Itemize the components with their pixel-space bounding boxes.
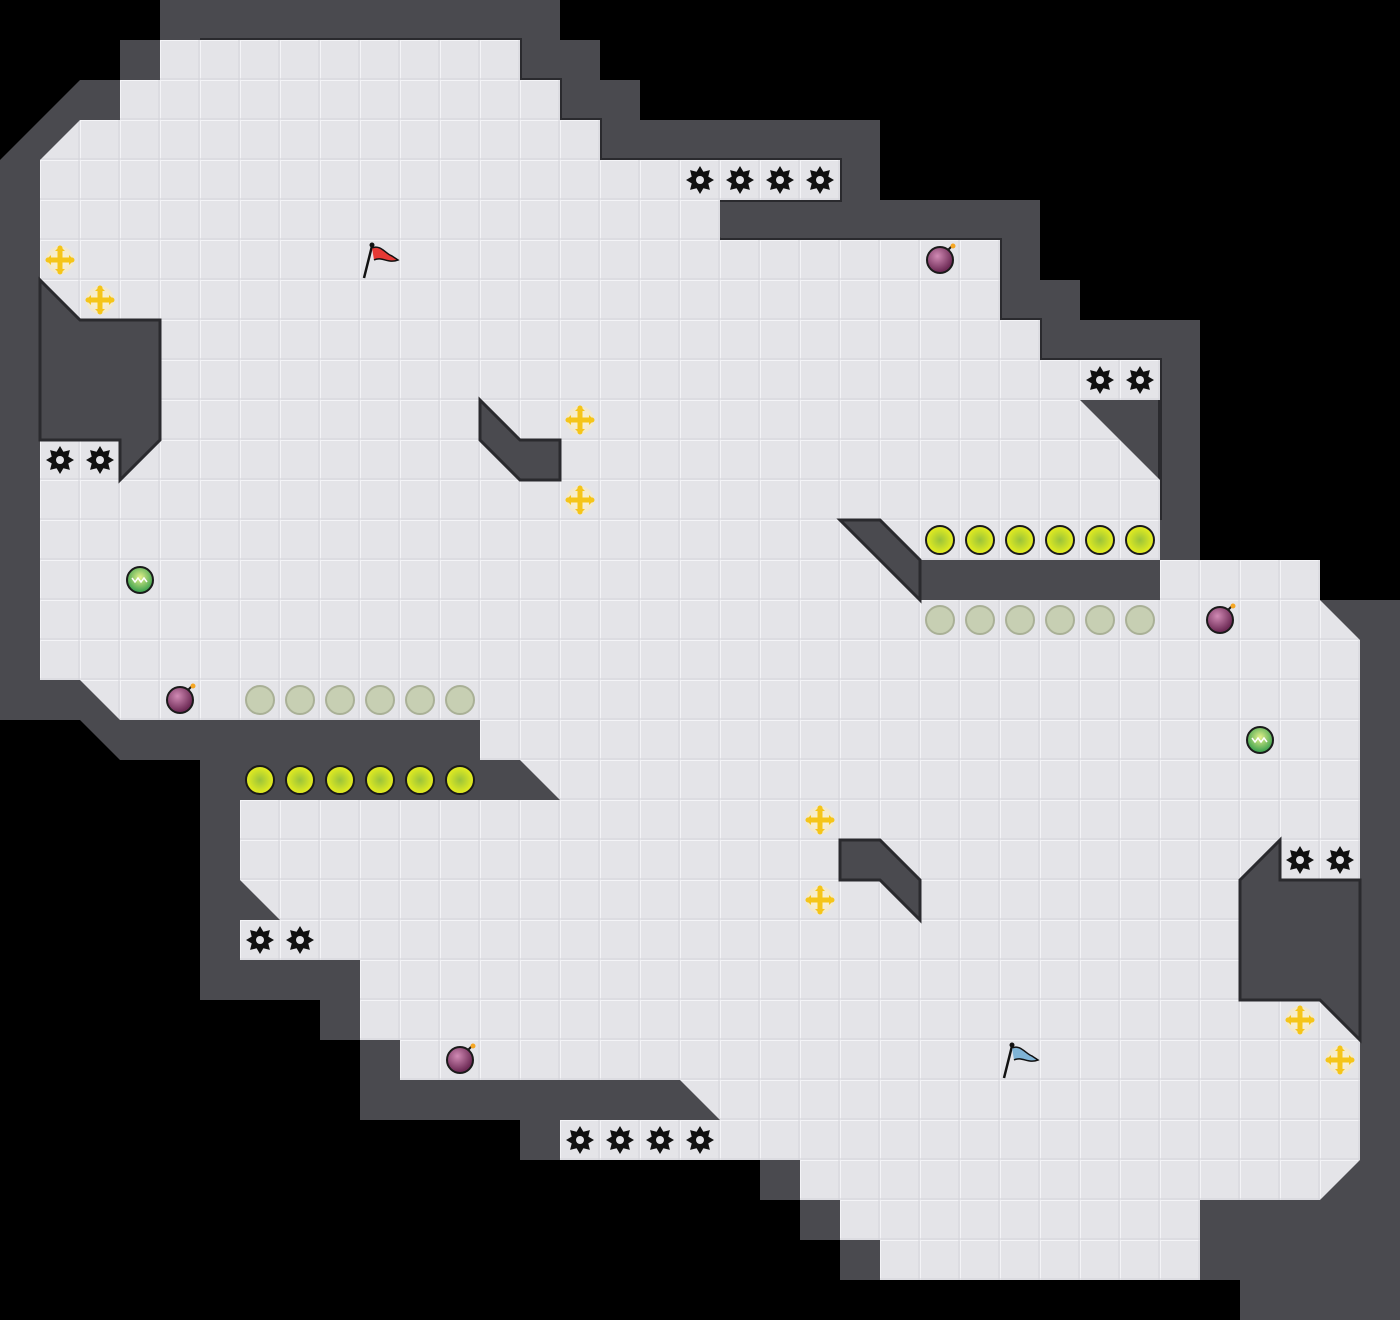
spike-icon	[46, 446, 74, 474]
bomb-icon	[166, 683, 196, 714]
spike-icon	[286, 926, 314, 954]
gate-inactive	[925, 605, 955, 635]
interior-wall	[478, 396, 562, 482]
interior-wall	[1238, 836, 1362, 1044]
spike-icon	[686, 166, 714, 194]
gate-active	[445, 765, 475, 795]
gate-active	[245, 765, 275, 795]
spike-icon	[766, 166, 794, 194]
spike-icon	[1126, 366, 1154, 394]
spike-icon	[86, 446, 114, 474]
boost-icon	[85, 285, 115, 315]
boost-icon	[565, 485, 595, 515]
interior-wall	[836, 518, 922, 604]
gate-active	[965, 525, 995, 555]
bomb-icon	[446, 1043, 476, 1074]
gate-inactive	[285, 685, 315, 715]
gate-active	[285, 765, 315, 795]
spike-icon	[1326, 846, 1354, 874]
boost-icon	[565, 405, 595, 435]
spike-icon	[1286, 846, 1314, 874]
interior-wall	[838, 838, 922, 924]
spike-icon	[806, 166, 834, 194]
boost-icon	[1325, 1045, 1355, 1075]
powerup-icon	[126, 566, 154, 594]
powerup-icon	[1246, 726, 1274, 754]
gate-inactive	[245, 685, 275, 715]
gate-active	[325, 765, 355, 795]
gate-inactive	[1085, 605, 1115, 635]
gate-active	[925, 525, 955, 555]
gate-active	[1045, 525, 1075, 555]
boost-icon	[805, 805, 835, 835]
gate-inactive	[365, 685, 395, 715]
floor	[40, 40, 1360, 1280]
floor-pocket	[1000, 320, 1040, 360]
gate-active	[1125, 525, 1155, 555]
gate-inactive	[445, 685, 475, 715]
gate-inactive	[1125, 605, 1155, 635]
interior-wall	[38, 276, 162, 484]
red-flag-icon	[362, 242, 400, 279]
gate-active	[1005, 525, 1035, 555]
blue-flag-icon	[1002, 1042, 1040, 1079]
gate-active	[1085, 525, 1115, 555]
spike-icon	[646, 1126, 674, 1154]
gate-active	[365, 765, 395, 795]
boost-icon	[805, 885, 835, 915]
gate-inactive	[1045, 605, 1075, 635]
boost-icon	[1285, 1005, 1315, 1035]
spike-icon	[686, 1126, 714, 1154]
floor-pocket	[1160, 560, 1320, 600]
gate-active	[405, 765, 435, 795]
gate-inactive	[325, 685, 355, 715]
boost-icon	[45, 245, 75, 275]
bomb-icon	[1206, 603, 1236, 634]
gate-inactive	[965, 605, 995, 635]
gate-inactive	[1005, 605, 1035, 635]
gate-inactive	[405, 685, 435, 715]
spike-icon	[726, 166, 754, 194]
spike-icon	[246, 926, 274, 954]
spike-icon	[606, 1126, 634, 1154]
spike-icon	[566, 1126, 594, 1154]
bomb-icon	[926, 243, 956, 274]
spike-icon	[1086, 366, 1114, 394]
